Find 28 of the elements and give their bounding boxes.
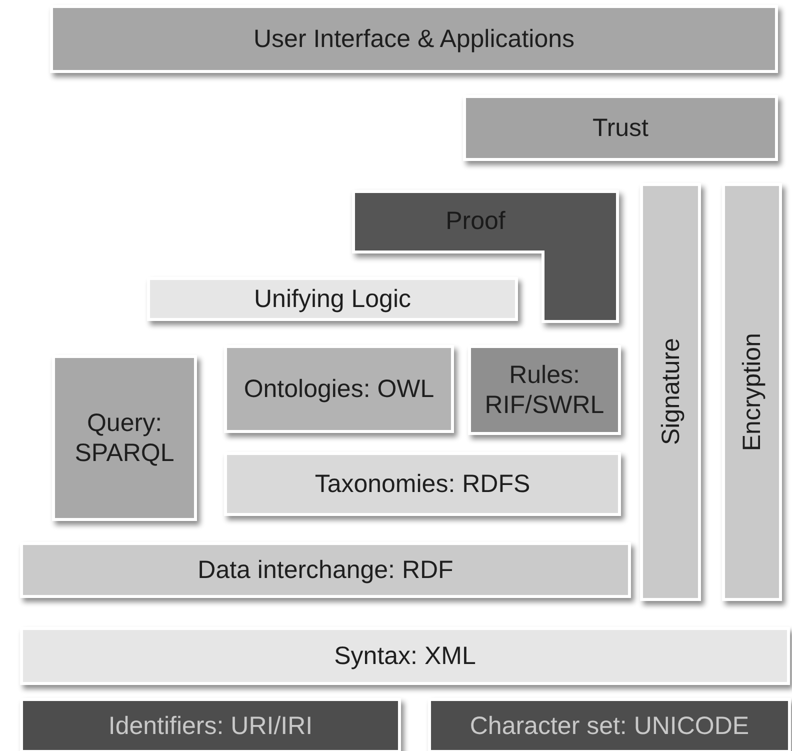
- layer-box: [20, 698, 401, 751]
- layer-box: [20, 627, 790, 685]
- layer-label: Trust: [591, 113, 650, 143]
- layer-box: [640, 183, 701, 601]
- layer-box: [722, 183, 782, 601]
- layer-box: [428, 698, 791, 751]
- layer-box: [147, 277, 518, 321]
- layer-label: Character set: UNICODE: [468, 710, 750, 740]
- l-shaped-layer: [352, 190, 619, 323]
- layer-box: [20, 542, 631, 598]
- layer-box: [468, 345, 621, 435]
- layer-label: Signature: [656, 338, 686, 446]
- layer-box: [224, 345, 454, 433]
- layer-label: Query: SPARQL: [74, 408, 176, 468]
- layer-box: [52, 355, 197, 521]
- layer-label: Taxonomies: RDFS: [314, 469, 532, 499]
- layer-label: Unifying Logic: [252, 284, 412, 314]
- layer-label: Proof: [446, 206, 506, 236]
- layer-box: [224, 452, 621, 516]
- layer-label: Data interchange: RDF: [196, 555, 454, 585]
- layer-label: Identifiers: URI/IRI: [107, 710, 314, 740]
- layer-label: User Interface & Applications: [252, 24, 576, 54]
- layer-label: Encryption: [737, 332, 767, 452]
- layer-label: Ontologies: OWL: [242, 374, 436, 404]
- layer-box: [50, 5, 778, 73]
- layer-label: Rules: RIF/SWRL: [484, 360, 606, 420]
- layer-label: Syntax: XML: [333, 641, 477, 671]
- layer-box: [463, 95, 778, 161]
